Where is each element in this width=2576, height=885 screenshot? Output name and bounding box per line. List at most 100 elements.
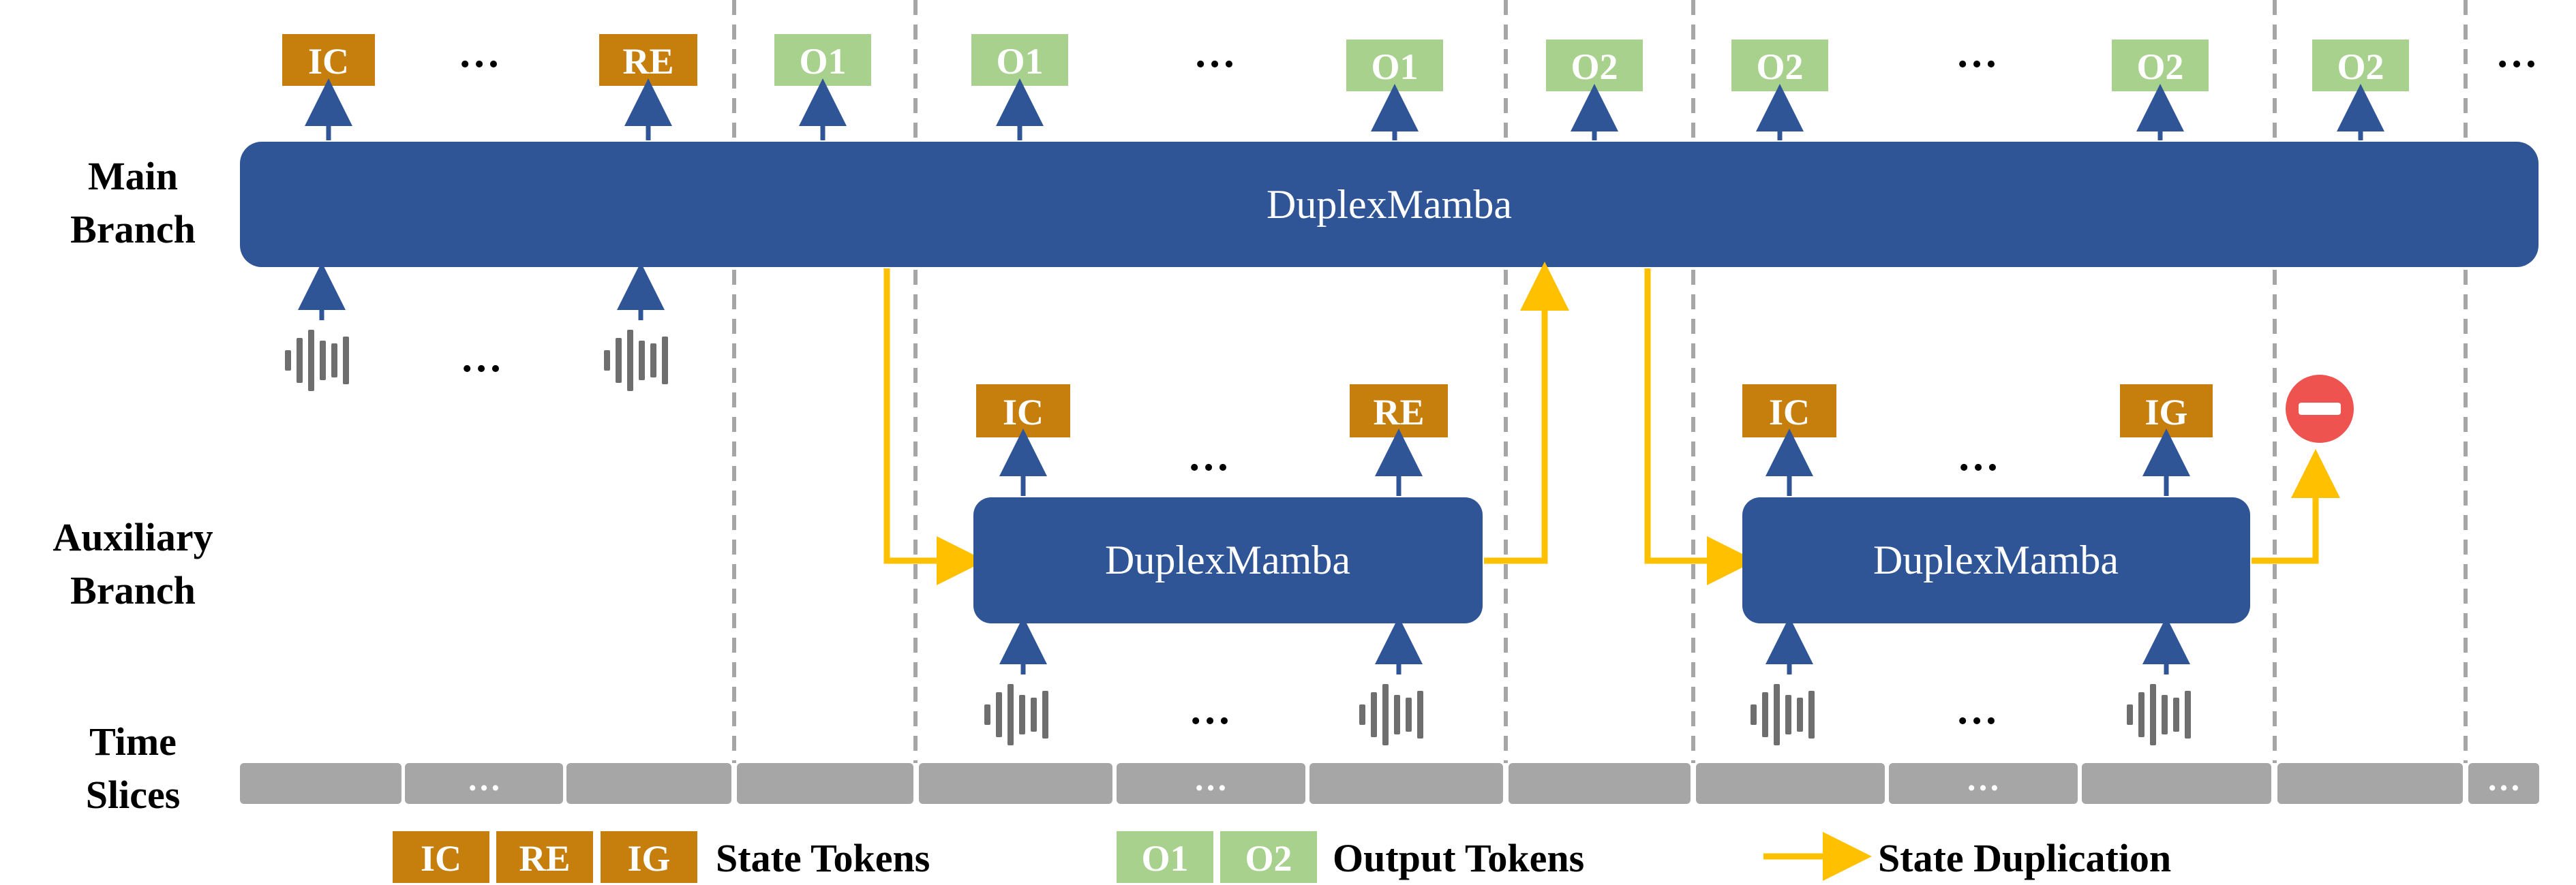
- audio-waveform-icon: [1751, 684, 1815, 745]
- token-top-o1-c: O1: [1346, 40, 1443, 91]
- svg-text:O2: O2: [1756, 46, 1803, 87]
- top-tokens: IC RE O1 O1 O1 O2 O2 O2: [282, 30, 2538, 91]
- time-slice: [919, 763, 1112, 804]
- time-dividers: [732, 0, 2468, 763]
- ellipsis-top-2: …: [1194, 30, 1236, 76]
- ellipsis-aux1-tokens: …: [1187, 433, 1230, 480]
- ellipsis-aux1-inputs: …: [1189, 687, 1231, 733]
- time-slice: [1889, 763, 2078, 804]
- stop-icon: [2286, 375, 2354, 443]
- svg-text:IG: IG: [2145, 392, 2187, 433]
- main-inputs: …: [285, 262, 668, 391]
- svg-text:IG: IG: [627, 838, 670, 879]
- state-duplication-arrows: [883, 262, 2340, 585]
- svg-text:O1: O1: [1141, 838, 1188, 879]
- svg-text:IC: IC: [308, 41, 349, 82]
- audio-waveform-icon: [2127, 684, 2191, 745]
- dup-arrow-aux2-to-stop: [2252, 449, 2340, 564]
- audio-waveform-icon: [984, 684, 1048, 745]
- svg-text:O1: O1: [799, 41, 846, 82]
- audio-waveform-icon: [604, 330, 668, 391]
- svg-text:…: …: [2487, 760, 2521, 798]
- svg-text:O2: O2: [1571, 46, 1618, 87]
- time-slice: [1117, 763, 1305, 804]
- aux1-block-label: DuplexMamba: [1105, 538, 1350, 583]
- time-slice: [566, 763, 731, 804]
- svg-text:O1: O1: [996, 41, 1043, 82]
- time-slices: [240, 763, 2539, 804]
- svg-text:RE: RE: [519, 838, 570, 879]
- svg-text:…: …: [1194, 760, 1228, 798]
- aux2-tokens: IC IG …: [1742, 384, 2213, 496]
- ellipsis-aux2-inputs: …: [1956, 687, 1998, 733]
- token-top-o2-b: O2: [1731, 40, 1828, 91]
- svg-text:RE: RE: [622, 41, 673, 82]
- audio-waveform-icon: [1359, 684, 1423, 745]
- token-top-o2-c: O2: [2112, 40, 2209, 91]
- time-slice: [2082, 763, 2271, 804]
- main-output-arrows: [305, 78, 2384, 140]
- time-slice: [1309, 763, 1503, 804]
- ellipsis-top-3: …: [1956, 30, 1998, 76]
- time-slice: [2468, 763, 2539, 804]
- token-top-o2-a: O2: [1546, 40, 1643, 91]
- label-main-line2: Branch: [70, 207, 196, 251]
- time-slice: [405, 763, 563, 804]
- time-slice: [737, 763, 913, 804]
- time-slice: [240, 763, 401, 804]
- aux-branch-block-1: DuplexMamba: [973, 497, 1483, 623]
- token-top-ic: IC: [282, 34, 375, 86]
- legend-state-label: State Tokens: [716, 836, 930, 880]
- svg-text:…: …: [467, 760, 501, 798]
- aux2-block-label: DuplexMamba: [1873, 538, 2119, 583]
- legend-state-ig: IG: [601, 831, 697, 883]
- aux-branch-block-2: DuplexMamba: [1742, 497, 2250, 623]
- ellipsis-top-4: …: [2496, 30, 2538, 76]
- svg-text:IC: IC: [1769, 392, 1810, 433]
- legend-state-ic: IC: [393, 831, 489, 883]
- audio-waveform-icon: [285, 330, 349, 391]
- svg-text:O2: O2: [2337, 46, 2384, 87]
- legend-output-o2: O2: [1220, 831, 1317, 883]
- token-top-o1-a: O1: [774, 34, 871, 86]
- dup-arrow-to-aux1: [883, 268, 986, 585]
- ellipsis-aux2-tokens: …: [1957, 433, 1999, 480]
- svg-text:O2: O2: [2136, 46, 2183, 87]
- legend-state-re: RE: [496, 831, 593, 883]
- label-time-line1: Time: [89, 719, 177, 764]
- label-main-line1: Main: [88, 154, 178, 198]
- svg-text:…: …: [1966, 760, 2000, 798]
- token-top-re: RE: [599, 34, 697, 86]
- token-aux2-ic: IC: [1742, 384, 1836, 437]
- svg-text:IC: IC: [421, 838, 461, 879]
- time-slice: [1696, 763, 1885, 804]
- time-slice-ellipses: … … … …: [467, 760, 2521, 798]
- legend: IC RE IG State Tokens O1 O2 Output Token…: [393, 831, 2171, 883]
- ellipsis-top-1: …: [458, 30, 500, 76]
- label-aux-line2: Branch: [70, 568, 196, 612]
- legend-output-label: Output Tokens: [1333, 836, 1584, 880]
- aux1-tokens: IC RE …: [976, 384, 1448, 496]
- legend-duplication-label: State Duplication: [1878, 836, 2171, 880]
- ellipsis-main-inputs: …: [460, 335, 502, 381]
- svg-text:IC: IC: [1003, 392, 1044, 433]
- dup-arrow-aux1-to-main: [1484, 262, 1569, 564]
- aux-inputs: … …: [984, 617, 2191, 745]
- token-top-o2-d: O2: [2312, 40, 2409, 91]
- legend-output-o1: O1: [1117, 831, 1213, 883]
- token-top-o1-b: O1: [971, 34, 1068, 86]
- dup-arrow-to-aux2: [1644, 268, 1756, 585]
- token-aux2-ig: IG: [2120, 384, 2213, 437]
- main-block-label: DuplexMamba: [1267, 182, 1512, 227]
- time-slice: [1509, 763, 1691, 804]
- time-slice: [2277, 763, 2463, 804]
- token-aux1-ic: IC: [976, 384, 1070, 437]
- label-time-line2: Slices: [86, 773, 181, 817]
- svg-text:O1: O1: [1371, 46, 1418, 87]
- svg-text:O2: O2: [1245, 838, 1292, 879]
- svg-text:RE: RE: [1373, 392, 1424, 433]
- token-aux1-re: RE: [1350, 384, 1448, 437]
- row-labels: Main Branch Auxiliary Branch Time Slices: [52, 154, 213, 817]
- main-branch-block: DuplexMamba: [240, 142, 2539, 267]
